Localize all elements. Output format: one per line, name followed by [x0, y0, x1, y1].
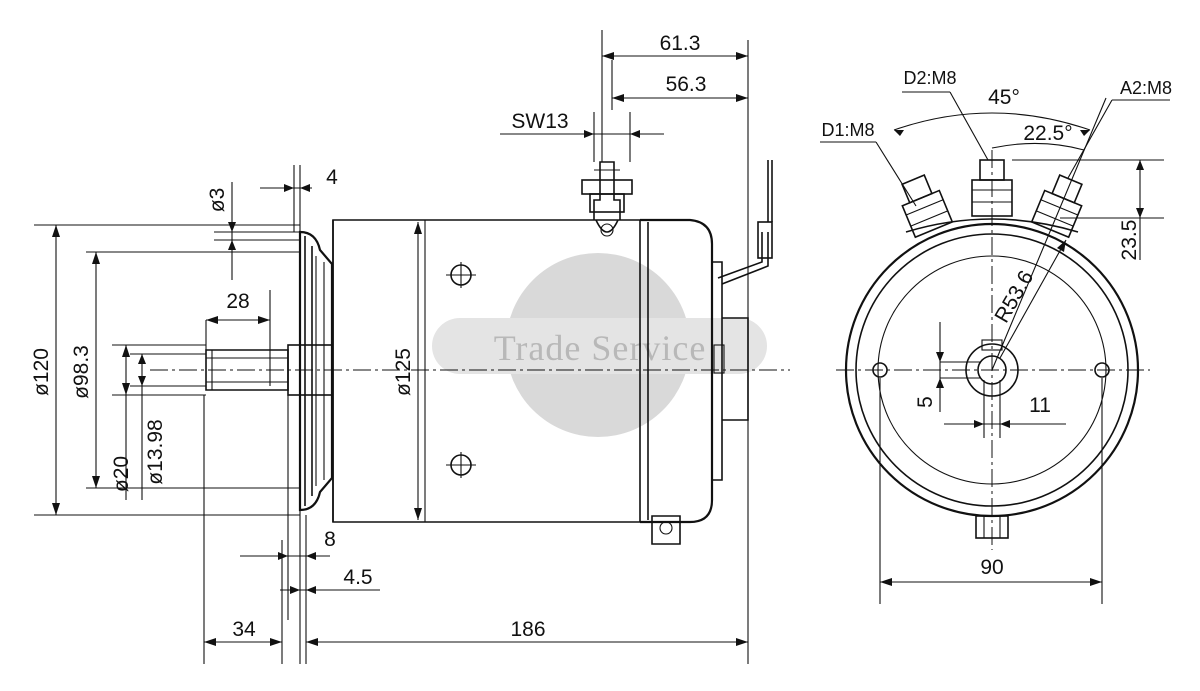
dim-pilot-offset: 4.5 — [343, 566, 372, 589]
watermark: Trade Service — [432, 253, 767, 437]
side-dimensions: 186 34 4.5 8 4 ø3 — [30, 30, 749, 664]
terminal-a2-stud — [1030, 174, 1083, 239]
dim-terminal-angle-outer: 45° — [988, 86, 1020, 109]
label-terminal-d2: D2:M8 — [903, 68, 956, 88]
end-housing-ring — [877, 255, 1107, 485]
dim-shaft-root-diameter: ø13.98 — [144, 419, 167, 484]
end-housing-inner — [855, 233, 1129, 507]
dim-flange-thickness: 4 — [326, 166, 338, 189]
dim-flange-diameter: ø120 — [30, 348, 53, 396]
dim-body-to-flange: 8 — [324, 528, 336, 551]
dim-pilot-diameter: ø98.3 — [70, 345, 93, 399]
watermark-text: Trade Service — [494, 328, 707, 368]
side-view: 186 34 4.5 8 4 ø3 — [30, 30, 790, 664]
dim-terminal-angle-inner: 22.5° — [1023, 122, 1072, 145]
end-view: D1:M8 D2:M8 A2:M8 45° 22.5° 23.5 R53.6 — [820, 68, 1172, 604]
dim-terminal-height: 23.5 — [1118, 220, 1141, 261]
dim-terminal-offset-outer: 61.3 — [660, 32, 701, 55]
dim-shaft-length: 34 — [232, 618, 256, 641]
bottom-stud — [975, 515, 1009, 539]
dim-shaft-flat: 11 — [1029, 394, 1051, 417]
watermark-band — [432, 318, 767, 374]
dim-bolt-spacing: 90 — [980, 556, 1003, 579]
body-screw-top — [446, 262, 476, 288]
shaft — [205, 344, 333, 396]
dim-body-diameter: ø125 — [392, 348, 415, 396]
dim-body-radius: R53.6 — [990, 267, 1038, 327]
label-terminal-a2: A2:M8 — [1120, 78, 1172, 98]
front-flange — [298, 230, 334, 512]
lead-wire — [717, 160, 773, 285]
dim-key-width: 5 — [914, 396, 937, 408]
dim-overall-length: 186 — [510, 618, 545, 641]
terminal-d2-stud — [971, 159, 1013, 217]
dim-terminal-offset-inner: 56.3 — [666, 73, 707, 96]
bolt-hole-right — [1094, 362, 1110, 378]
dim-flange-step: ø3 — [206, 188, 229, 213]
body-screw-bottom — [446, 452, 476, 478]
dim-terminal-wrench: SW13 — [511, 110, 568, 133]
bolt-hole-left — [872, 362, 888, 378]
dim-key-length: 28 — [226, 290, 249, 313]
terminal-d1-stud — [901, 174, 954, 239]
label-terminal-d1: D1:M8 — [821, 120, 874, 140]
top-terminal-stud — [581, 161, 633, 237]
dim-shaft-diameter: ø20 — [110, 456, 133, 492]
end-dimensions: D1:M8 D2:M8 A2:M8 45° 22.5° 23.5 R53.6 — [820, 68, 1172, 604]
